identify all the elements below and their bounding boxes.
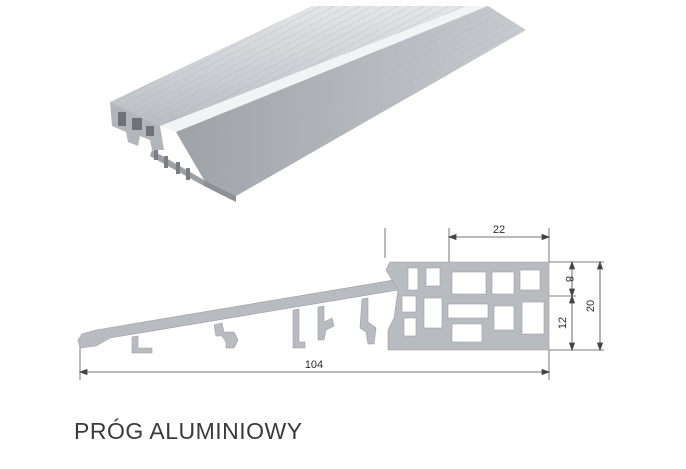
profile-end-face [110, 102, 204, 186]
dim-label-total-height: 20 [585, 300, 597, 312]
dim-label-total-width: 104 [305, 359, 323, 371]
ramp-section [77, 279, 399, 349]
cross-section-drawing: 22 104 8 12 20 [77, 224, 604, 380]
product-caption: PRÓG ALUMINIOWY [74, 418, 303, 444]
profile-3d-render [110, 6, 526, 202]
dimension-lines [78, 233, 604, 376]
section-cavities [401, 267, 545, 343]
dim-label-lower-height: 12 [557, 317, 569, 329]
profile-groove [160, 6, 488, 132]
dim-label-top-width: 22 [493, 224, 505, 236]
dim-label-upper-height: 8 [563, 276, 575, 282]
